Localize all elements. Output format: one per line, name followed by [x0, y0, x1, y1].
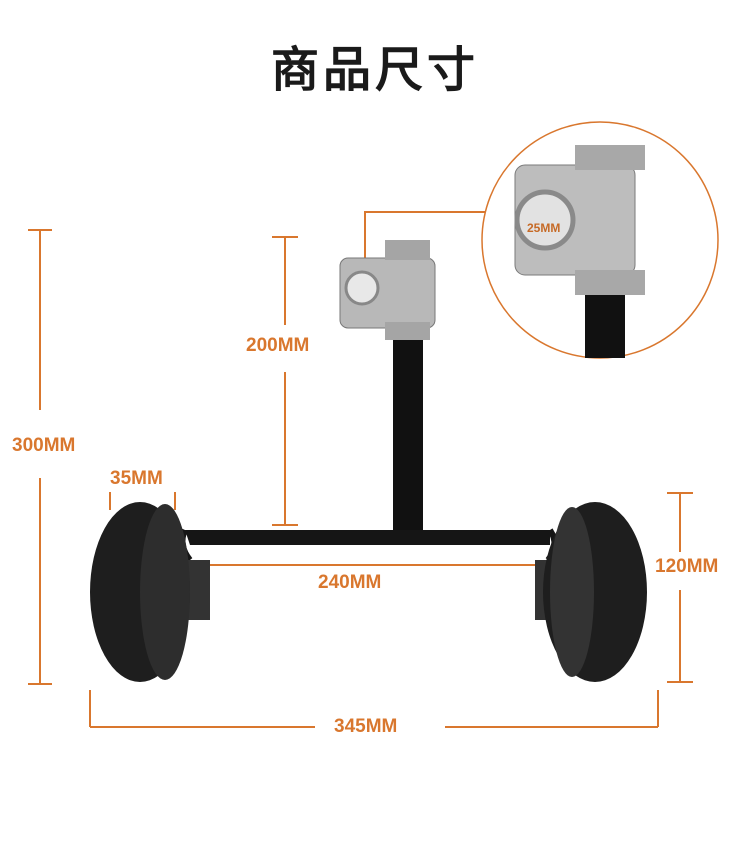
axle-width-label: 240MM: [318, 572, 382, 593]
pole-height-label: 200MM: [246, 335, 310, 356]
total-width-label: 345MM: [334, 716, 398, 737]
height-total-label: 300MM: [12, 435, 76, 456]
wheel-width-label: 35MM: [110, 468, 163, 489]
clamp-diameter-label: 25MM: [527, 221, 561, 235]
left-wheel: [90, 502, 190, 682]
dimension-lines: [28, 211, 693, 728]
frame: [179, 240, 558, 620]
clamp-closeup: [481, 121, 719, 359]
wheel-diameter-label: 120MM: [655, 556, 719, 577]
right-wheel: [543, 502, 647, 682]
page-title: 商品尺寸: [270, 42, 479, 98]
